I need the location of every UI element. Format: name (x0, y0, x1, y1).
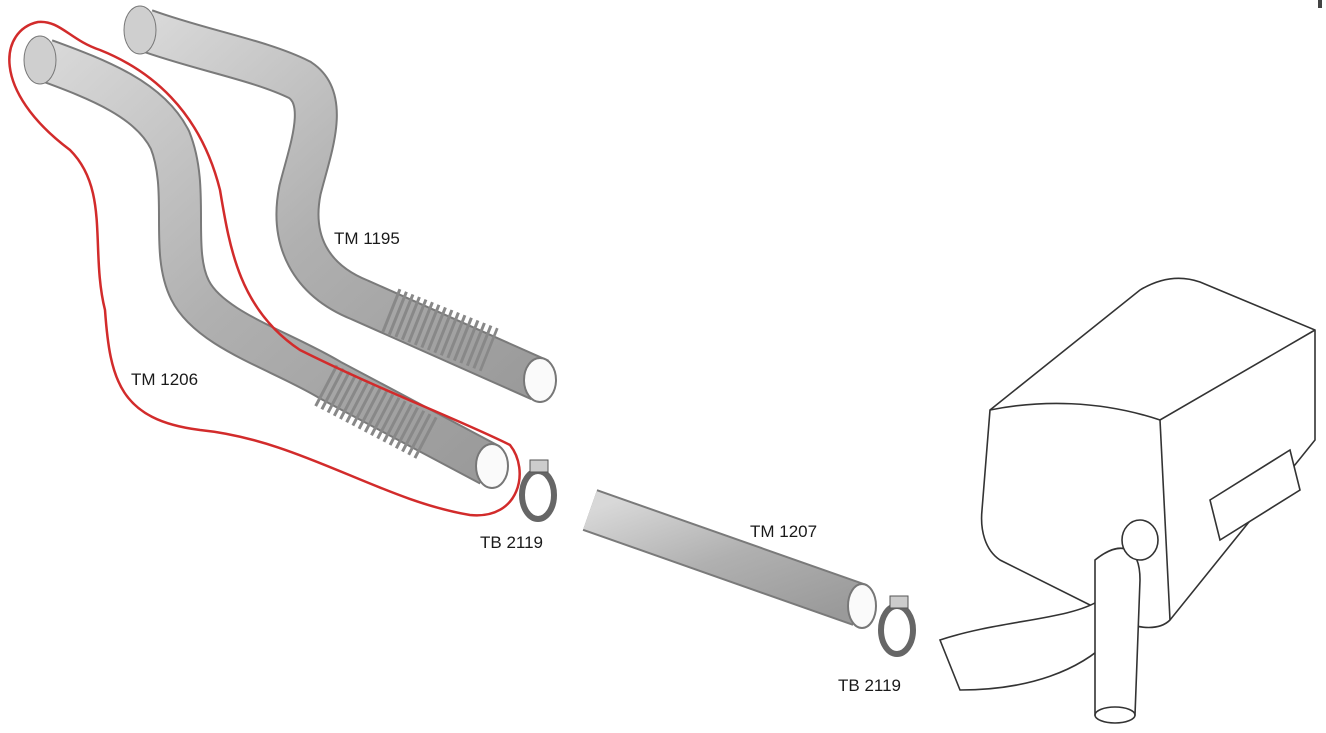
muffler (938, 277, 1316, 724)
label-tm-1207: TM 1207 (750, 522, 818, 541)
label-tm-1195: TM 1195 (334, 229, 400, 248)
corner-mark (1318, 0, 1322, 8)
clamp-tb-2119-left (519, 459, 557, 522)
pipe-tm-1206 (23, 35, 509, 489)
highlight-outline (8, 20, 521, 517)
pipe-tm-1207 (582, 489, 877, 629)
label-tb-2119-left: TB 2119 (480, 533, 544, 552)
label-tb-2119-right: TB 2119 (838, 676, 902, 695)
label-tm-1206: TM 1206 (131, 370, 199, 389)
clamp-tb-2119-right (878, 595, 916, 657)
pipe-tm-1195 (123, 5, 557, 403)
